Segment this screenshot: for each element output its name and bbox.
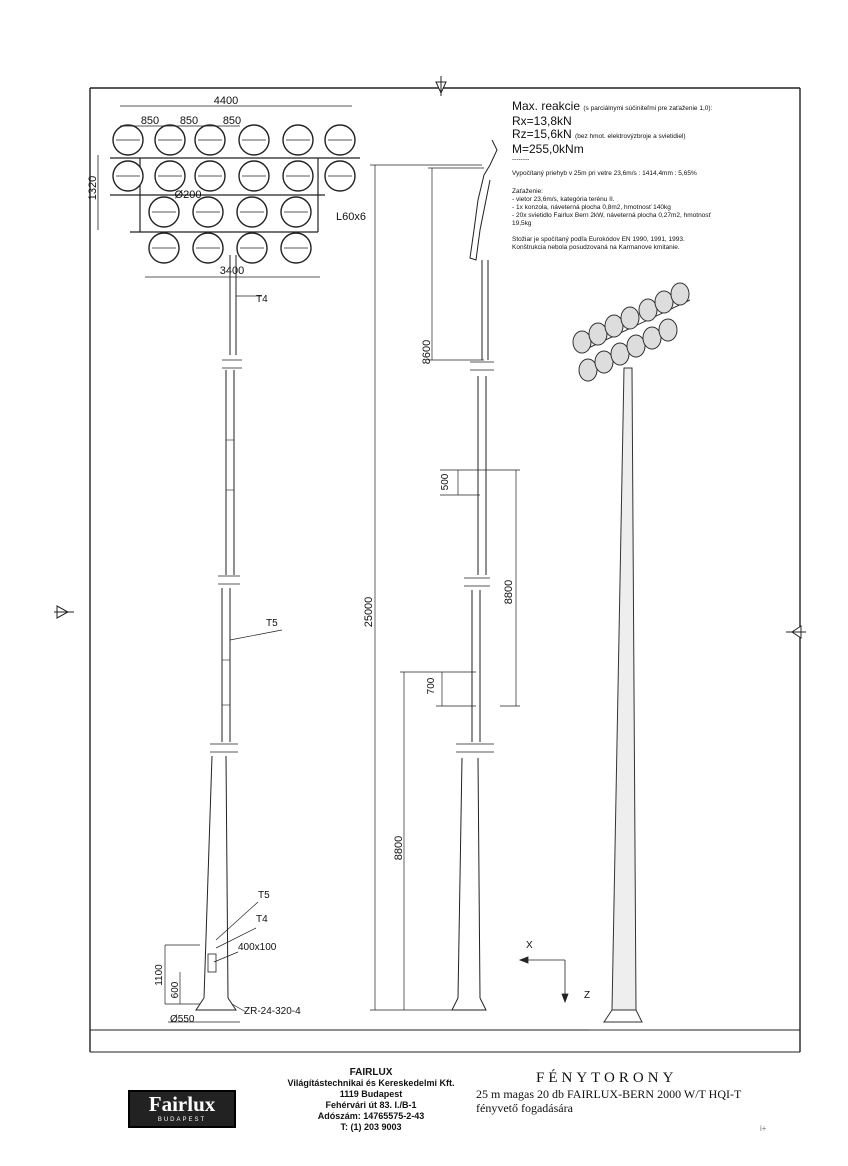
design-standard: Stožiar je spočítaný podľa Eurokódov EN … [512, 236, 685, 243]
sketch-lamp [610, 342, 630, 366]
label-t5-low: T5 [258, 890, 270, 901]
dim-overlap-2: 700 [426, 677, 437, 694]
label-anchor: ZR-24-320-4 [244, 1006, 301, 1017]
company-phone: T: (1) 203 9003 [340, 1122, 402, 1132]
deflection-note: Vypočítaný priehyb v 25m pri vetre 23,6m… [512, 170, 697, 177]
company-name: FAIRLUX [349, 1067, 393, 1078]
dim-spacing-3: 850 [223, 115, 241, 127]
dim-frame-height: 1320 [87, 176, 99, 200]
label-t5-mid: T5 [266, 618, 278, 629]
mast-side-view [451, 139, 498, 1011]
dim-seg-mid: 8800 [503, 580, 515, 604]
logo-brand: Fairlux [148, 1092, 216, 1116]
fairlux-logo: Fairlux BUDAPEST [128, 1090, 236, 1128]
reactions-note: (s parciálnymi súčiniteľmi pre zaťaženie… [583, 105, 713, 112]
dim-base-diameter: Ø550 [170, 1014, 195, 1025]
sketch-lamp [670, 282, 690, 306]
load-luminaires: - 20x svietidlo Fairlux Bern 2kW, návete… [512, 212, 711, 219]
dim-seg-top: 8600 [421, 340, 433, 364]
section-markers [54, 76, 806, 639]
sketch-lamp [620, 306, 640, 330]
axis-symbol [518, 956, 569, 1004]
sketch-lamp [604, 314, 624, 338]
title-block: FÉNYTORONY 25 m magas 20 db FAIRLUX-BERN… [476, 1070, 806, 1115]
company-full-name: Világítástechnikai és Kereskedelmi Kft. [287, 1078, 455, 1088]
design-notes: Max. reakcie (s parciálnymi súčiniteľmi … [512, 100, 802, 252]
company-city: 1119 Budapest [339, 1089, 403, 1099]
axis-z-label: Z [584, 990, 590, 1001]
sketch-lamp [578, 358, 598, 382]
label-t4-top: T4 [256, 294, 268, 305]
dim-angle-profile: L60x6 [336, 211, 366, 223]
sketch-lamp [638, 298, 658, 322]
sketch-lamp [626, 334, 646, 358]
dim-spacing-1: 850 [141, 115, 159, 127]
load-wind: - vietor 23,6m/s, kategória terénu II. [512, 196, 615, 203]
sketch-lamp [658, 318, 678, 342]
lamp-frame [110, 157, 360, 233]
dim-door: 400x100 [238, 942, 277, 953]
drawing-frame [89, 87, 801, 1053]
mast-front-view [195, 255, 242, 1011]
dim-width-top: 4400 [214, 95, 238, 107]
drawing-subtitle-1: 25 m magas 20 db FAIRLUX-BERN 2000 W/T H… [476, 1087, 742, 1101]
load-luminaires-weight: 19,5kg [512, 220, 532, 227]
frame-dimension-lines [97, 105, 352, 278]
notes-separator: -------- [512, 156, 530, 163]
drawing-subtitle-2: fényvető fogadására [476, 1101, 573, 1115]
company-info: FAIRLUX Világítástechnikai és Kereskedel… [286, 1067, 456, 1133]
sketch-lamp [654, 290, 674, 314]
dim-seg-bottom: 8800 [393, 836, 405, 860]
reaction-moment: M=255,0kNm [512, 142, 584, 156]
sketch-lamp [594, 350, 614, 374]
drawing-title: FÉNYTORONY [536, 1070, 678, 1086]
dim-spacing-2: 850 [180, 115, 198, 127]
load-bracket: - 1x konzola, náveterná plocha 0,8m2, hm… [512, 204, 671, 211]
lamp-array [112, 124, 356, 264]
dim-lamp-diameter: Ø200 [175, 189, 202, 201]
company-street: Fehérvári út 83. I./B-1 [325, 1100, 417, 1110]
reaction-rz-note: (bez hmot. elektrovýzbroje a svietidiel) [575, 133, 686, 140]
dim-base-h1: 1100 [154, 964, 165, 986]
sketch-lamp [572, 330, 592, 354]
reaction-rz: Rz=15,6kN [512, 127, 572, 141]
logo-city: BUDAPEST [157, 1117, 207, 1123]
sketch-lamp-cluster [572, 282, 690, 382]
mast-leader-lines [164, 295, 283, 1023]
company-tax: Adószám: 14765575-2-43 [317, 1111, 425, 1121]
load-title: Zaťaženie: [512, 188, 543, 195]
sketch-lamp [588, 322, 608, 346]
sketch-lamp [642, 326, 662, 350]
dim-overlap-1: 500 [440, 473, 451, 490]
axis-x-label: X [526, 940, 533, 951]
dim-width-bottom: 3400 [220, 265, 244, 277]
reaction-rx: Rx=13,8kN [512, 114, 572, 128]
page-mark: i+ [760, 1124, 767, 1133]
tower-perspective-sketch [579, 299, 691, 1031]
dim-base-h2: 600 [170, 981, 181, 998]
label-t4-low: T4 [256, 914, 268, 925]
design-karman: Konštrukcia nebola posudzovaná na Karman… [512, 244, 680, 251]
side-dimension-lines [370, 164, 520, 1011]
dim-total-height: 25000 [363, 597, 375, 628]
reactions-title: Max. reakcie [512, 99, 581, 113]
